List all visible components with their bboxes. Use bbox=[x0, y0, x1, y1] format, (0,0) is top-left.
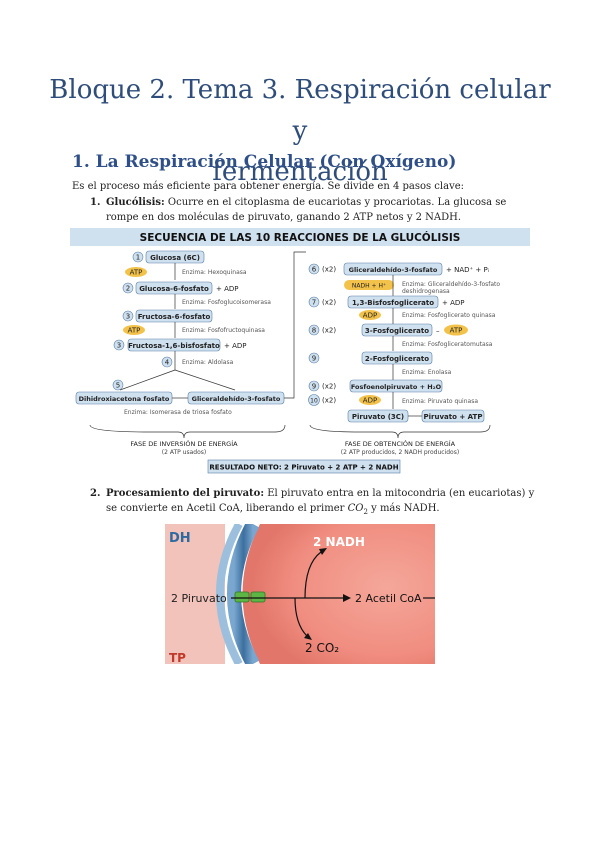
fragment-label: DH bbox=[169, 531, 191, 546]
enzyme-label: Enzima: Isomerasa de triosa fosfato bbox=[124, 409, 232, 416]
node-f6p: Fructosa-6-fosfato bbox=[138, 313, 211, 321]
step-mult: (x2) bbox=[322, 383, 336, 391]
co2-formula: CO bbox=[347, 503, 364, 514]
step-mult: (x2) bbox=[322, 266, 336, 274]
step-num: 3 bbox=[117, 342, 121, 350]
step-num: 1 bbox=[136, 254, 140, 262]
enzyme-label: Enzima: Fosfofructoquinasa bbox=[182, 327, 265, 334]
intro-paragraph: Es el proceso más eficiente para obtener… bbox=[72, 181, 465, 192]
enzyme-label: deshidrogenasa bbox=[402, 288, 450, 295]
node-glucosa: Glucosa (6C) bbox=[150, 254, 200, 262]
node-f16bp: Fructosa-1,6-bisfosfato bbox=[128, 342, 220, 350]
list-text: Procesamiento del piruvato: El piruvato … bbox=[106, 486, 536, 520]
phase-sub: (2 ATP producidos, 2 NADH producidos) bbox=[341, 449, 459, 456]
step-num: 9 bbox=[312, 383, 316, 391]
node-g3p: Gliceraldehído-3-fosfato bbox=[192, 395, 281, 403]
list-term: Glucólisis: bbox=[106, 197, 165, 208]
list-term: Procesamiento del piruvato: bbox=[106, 488, 265, 499]
node-g3p-2: Gliceraldehído-3-fosfato bbox=[349, 266, 438, 274]
step-num: 8 bbox=[312, 327, 316, 335]
enzyme-label: Enzima: Hexoquinasa bbox=[182, 269, 247, 276]
list-item-piruvato: 2. Procesamiento del piruvato: El piruva… bbox=[90, 486, 536, 520]
minus-sign: – bbox=[436, 327, 440, 335]
step-num: 2 bbox=[126, 285, 130, 293]
enzyme-label: Enzima: Fosfoglucoisomerasa bbox=[182, 299, 271, 306]
adp-label: + ADP bbox=[216, 285, 239, 293]
step-num: 9 bbox=[312, 355, 316, 363]
node-g6p: Glucosa-6-fosfato bbox=[139, 285, 209, 293]
phase-label: FASE DE INVERSIÓN DE ENERGÍA bbox=[130, 439, 238, 448]
glycolysis-figure: SECUENCIA DE LAS 10 REACCIONES DE LA GLU… bbox=[70, 228, 530, 480]
glycolysis-header: SECUENCIA DE LAS 10 REACCIONES DE LA GLU… bbox=[140, 231, 461, 244]
section-heading: 1. La Respiración Celular (Con Oxígeno) bbox=[72, 152, 457, 172]
enzyme-label: Enzima: Enolasa bbox=[402, 369, 452, 376]
fragment-label: TP bbox=[169, 651, 186, 664]
co2-output: 2 CO₂ bbox=[305, 641, 339, 655]
adp-label: + ADP bbox=[224, 342, 247, 350]
nadh-output: 2 NADH bbox=[313, 535, 365, 549]
enzyme-label: Enzima: Piruvato quinasa bbox=[402, 398, 478, 405]
node-bpg: 1,3-Bisfosfoglicerato bbox=[352, 299, 434, 307]
net-result: RESULTADO NETO: 2 Piruvato + 2 ATP + 2 N… bbox=[209, 464, 398, 472]
list-number: 2. bbox=[90, 488, 101, 499]
step-mult: (x2) bbox=[322, 397, 336, 405]
list-text: Glucólisis: Ocurre en el citoplasma de e… bbox=[106, 195, 536, 225]
step-mult: (x2) bbox=[322, 327, 336, 335]
page-title-line-1: Bloque 2. Tema 3. Respiración celular y bbox=[49, 75, 551, 146]
enzyme-label: Enzima: Aldolasa bbox=[182, 359, 234, 366]
step-num: 4 bbox=[165, 359, 170, 367]
list-body-end: y más NADH. bbox=[367, 503, 440, 514]
nad-label: + NAD⁺ + Pᵢ bbox=[446, 266, 489, 274]
list-body: El piruvato entra en la mitocondria (en … bbox=[106, 488, 535, 514]
adp-label: ADP bbox=[363, 312, 377, 320]
glycolysis-diagram: SECUENCIA DE LAS 10 REACCIONES DE LA GLU… bbox=[70, 228, 530, 480]
phase-label: FASE DE OBTENCIÓN DE ENERGÍA bbox=[345, 439, 456, 448]
step-num: 5 bbox=[116, 382, 120, 390]
node-pep: Fosfoenolpiruvato + H₂O bbox=[351, 383, 442, 391]
acetil-output: 2 Acetil CoA bbox=[355, 592, 422, 605]
node-dhap: Dihidroxiacetona fosfato bbox=[79, 395, 170, 403]
node-piruvato: Piruvato (3C) bbox=[352, 413, 404, 421]
atp-label: ATP bbox=[130, 269, 143, 277]
co2-subscript: 2 bbox=[363, 508, 368, 516]
atp-label: ATP bbox=[450, 327, 463, 335]
step-num: 3 bbox=[126, 313, 130, 321]
atp-label: ATP bbox=[128, 327, 141, 335]
page-title: Bloque 2. Tema 3. Respiración celular y … bbox=[40, 70, 560, 193]
node-piruvato-atp: Piruvato + ATP bbox=[424, 413, 483, 421]
page-title-line-2: fermentación bbox=[212, 157, 388, 187]
list-item-glucolisis: 1. Glucólisis: Ocurre en el citoplasma d… bbox=[90, 195, 536, 225]
phase-sub: (2 ATP usados) bbox=[162, 449, 206, 456]
adp-label: + ADP bbox=[442, 299, 465, 307]
list-number: 1. bbox=[90, 197, 101, 208]
step-num: 7 bbox=[312, 299, 316, 307]
list-body: Ocurre en el citoplasma de eucariotas y … bbox=[106, 197, 507, 223]
node-3pg: 3-Fosfoglicerato bbox=[365, 327, 429, 335]
enzyme-label: Enzima: Fosfogliceratomutasa bbox=[402, 341, 493, 348]
node-2pg: 2-Fosfoglicerato bbox=[365, 355, 429, 363]
adp-label: ADP bbox=[363, 397, 377, 405]
step-num: 6 bbox=[312, 266, 317, 274]
step-num: 10 bbox=[310, 398, 318, 405]
enzyme-label: Enzima: Gliceraldehído-3-fosfato bbox=[402, 281, 500, 288]
nadh-label: NADH + H⁺ bbox=[352, 283, 386, 290]
enzyme-label: Enzima: Fosfoglicerato quinasa bbox=[402, 312, 496, 319]
mitochondria-figure: DH TP 2 NADH 2 Piruvato 2 Acetil CoA 2 C… bbox=[165, 524, 435, 664]
piruvato-input: 2 Piruvato bbox=[171, 592, 227, 605]
step-mult: (x2) bbox=[322, 299, 336, 307]
mitochondria-diagram: DH TP 2 NADH 2 Piruvato 2 Acetil CoA 2 C… bbox=[165, 524, 435, 664]
